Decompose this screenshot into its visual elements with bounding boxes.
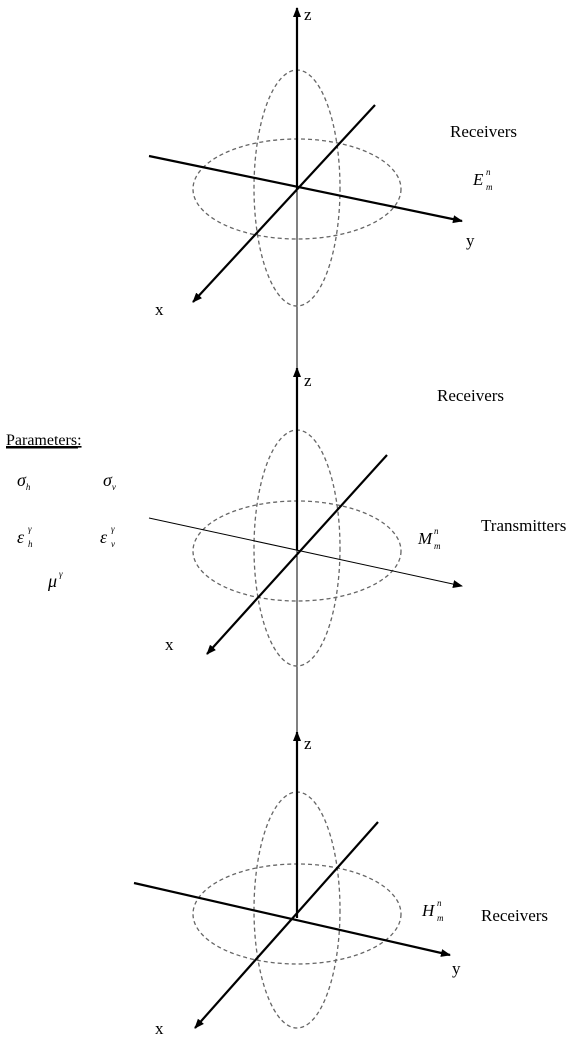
y-axis-label: y	[452, 959, 461, 978]
z-axis-label: z	[304, 734, 312, 753]
z-axis-label: z	[304, 5, 312, 24]
sigma-v: σv	[103, 470, 116, 492]
epsilon-v-sup: γ	[111, 524, 115, 534]
epsilon-h-sup: γ	[28, 524, 32, 534]
field-sub: m	[434, 541, 441, 551]
role-label: Receivers	[450, 122, 517, 141]
y-axis-label: y	[466, 231, 475, 250]
panel-bottom: z x y Receivers H n m	[133, 731, 548, 1038]
z-axis-label: z	[304, 371, 312, 390]
field-sup: n	[486, 167, 491, 177]
x-axis-label: x	[155, 1019, 164, 1038]
field-symbol-M: M	[417, 529, 433, 548]
x-axis-label: x	[155, 300, 164, 319]
field-symbol-H: H	[421, 901, 436, 920]
field-sup: n	[434, 526, 439, 536]
field-sup: n	[437, 898, 442, 908]
epsilon-h: ε	[17, 527, 25, 547]
parameters-block: Parameters: σh σv ε γ h ε γ v μ γ	[6, 432, 116, 591]
x-axis	[206, 454, 388, 655]
role-label-2: Transmitters	[481, 516, 566, 535]
x-axis-label: x	[165, 635, 174, 654]
mu: μ	[47, 571, 57, 591]
field-sub: m	[486, 182, 493, 192]
sigma-h: σh	[17, 470, 31, 492]
parameters-heading: Parameters:	[6, 432, 82, 449]
mu-sup: γ	[59, 569, 63, 579]
y-axis-thin	[148, 517, 463, 588]
panel-middle: z x Receivers Transmitters M n m	[148, 367, 566, 667]
field-sub: m	[437, 913, 444, 923]
field-symbol-E: E	[472, 170, 484, 189]
panel-top: z x y Receivers E n m	[148, 5, 517, 319]
epsilon-h-sub: h	[28, 539, 33, 549]
x-axis	[194, 821, 379, 1029]
y-axis	[148, 154, 463, 224]
epsilon-v-sub: v	[111, 539, 115, 549]
role-label: Receivers	[437, 386, 504, 405]
epsilon-v: ε	[100, 527, 108, 547]
x-axis	[192, 104, 376, 303]
role-label: Receivers	[481, 906, 548, 925]
